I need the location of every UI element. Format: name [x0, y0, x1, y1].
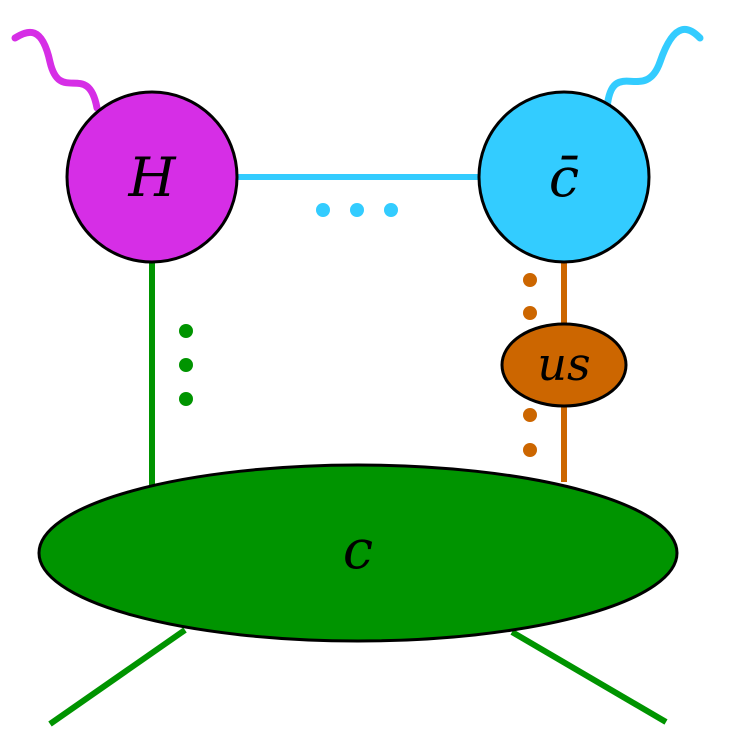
collinear-ellipse	[37, 463, 679, 643]
dot	[350, 203, 364, 217]
higgs-node: H	[65, 90, 239, 264]
dot	[316, 203, 330, 217]
left-vertical-dots	[179, 324, 193, 406]
usoft-node: us	[500, 322, 628, 408]
higgs-label: H	[127, 146, 176, 209]
dot	[179, 324, 193, 338]
dot	[523, 408, 537, 422]
dot	[179, 392, 193, 406]
horizontal-dots	[316, 203, 398, 217]
dot	[523, 443, 537, 457]
right-vertical-dots	[523, 273, 537, 457]
higgs-wavy-line	[11, 28, 101, 112]
cbar-wavy-line	[603, 25, 704, 112]
cbar-node: c̄	[477, 90, 651, 264]
collinear-label: c	[343, 518, 373, 581]
higgs-circle	[65, 90, 239, 264]
dot	[179, 358, 193, 372]
collinear-node: c	[37, 463, 679, 643]
usoft-ellipse	[500, 322, 628, 408]
dot	[523, 273, 537, 287]
cbar-circle	[477, 90, 651, 264]
dot	[523, 306, 537, 320]
dot	[384, 203, 398, 217]
left-outgoing-leg	[48, 627, 187, 727]
right-outgoing-leg	[510, 629, 668, 725]
cbar-label: c̄	[549, 146, 579, 209]
usoft-label: us	[537, 337, 590, 391]
